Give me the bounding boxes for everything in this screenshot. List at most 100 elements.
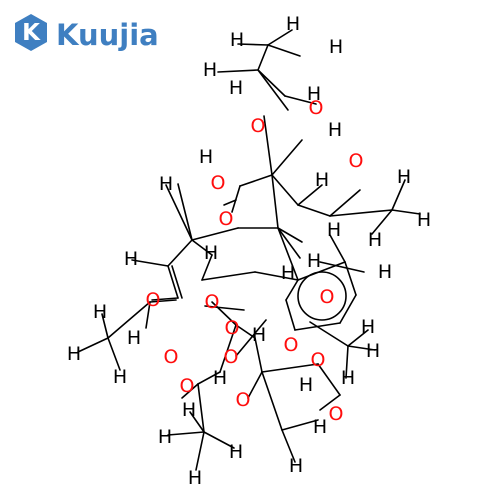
bond-line bbox=[107, 301, 151, 339]
bond-line bbox=[347, 345, 376, 351]
bond-line bbox=[371, 209, 393, 235]
hydrogen-label: H bbox=[299, 374, 313, 396]
hydrogen-label: H bbox=[113, 366, 127, 388]
hydrogen-label: H bbox=[307, 83, 321, 105]
bond-line bbox=[239, 174, 273, 187]
bond-line bbox=[284, 95, 317, 105]
hydrogen-label: H bbox=[93, 301, 107, 323]
hydrogen-label: H bbox=[368, 229, 382, 251]
hydrogen-label: H bbox=[199, 146, 213, 168]
bond-line bbox=[171, 265, 183, 299]
hydrogen-label: H bbox=[366, 340, 380, 362]
bond-line bbox=[285, 299, 296, 331]
hydrogen-label: H bbox=[229, 77, 243, 99]
hydrogen-label: H bbox=[315, 169, 329, 191]
oxygen-label: O bbox=[284, 334, 299, 356]
hydrogen-label: H bbox=[327, 219, 341, 241]
bond-line bbox=[267, 29, 293, 46]
bond-line bbox=[329, 189, 361, 217]
bond-line bbox=[329, 234, 346, 263]
bond-line bbox=[267, 44, 301, 57]
brand-logo: K Kuujia bbox=[15, 14, 159, 52]
bond-line bbox=[149, 299, 177, 303]
oxygen-label: O bbox=[219, 208, 234, 230]
hydrogen-label: H bbox=[188, 467, 202, 489]
bond-line bbox=[261, 363, 319, 373]
oxygen-label: O bbox=[225, 317, 240, 339]
bond-line bbox=[309, 321, 349, 347]
bond-line bbox=[339, 294, 357, 324]
hydrogen-label: H bbox=[341, 367, 355, 389]
hydrogen-label: H bbox=[204, 242, 218, 264]
oxygen-label: O bbox=[311, 349, 326, 371]
aromatic-ring bbox=[297, 271, 347, 321]
bond-line bbox=[167, 431, 205, 436]
hydrogen-label: H bbox=[378, 261, 392, 283]
bond-line bbox=[197, 371, 221, 385]
hydrogen-label: H bbox=[213, 367, 227, 389]
bond-line bbox=[181, 383, 199, 399]
bond-line bbox=[107, 337, 121, 371]
bond-line bbox=[344, 261, 357, 296]
bond-line bbox=[297, 184, 323, 206]
bond-line bbox=[317, 363, 341, 396]
bond-line bbox=[197, 383, 205, 433]
hydrogen-label: H bbox=[289, 455, 303, 477]
oxygen-label: O bbox=[211, 172, 226, 194]
hydrogen-label: H bbox=[307, 250, 321, 272]
hydrogen-label: H bbox=[361, 316, 375, 338]
hydrogen-label: H bbox=[281, 262, 295, 284]
bond-line bbox=[195, 431, 205, 471]
bond-line bbox=[345, 345, 349, 379]
bond-line bbox=[247, 371, 263, 399]
oxygen-label: O bbox=[309, 97, 324, 119]
hydrogen-label: H bbox=[252, 324, 266, 346]
brand-name: Kuujia bbox=[56, 18, 159, 52]
oxygen-label: O bbox=[180, 375, 195, 397]
bond-line bbox=[191, 227, 239, 241]
oxygen-label: O bbox=[146, 289, 161, 311]
oxygen-label: O bbox=[320, 286, 335, 308]
bond-line bbox=[261, 371, 283, 431]
bond-line bbox=[189, 411, 205, 433]
bond-line bbox=[101, 313, 109, 339]
bond-line bbox=[391, 209, 421, 215]
bond-line bbox=[217, 69, 259, 73]
bond-line bbox=[281, 429, 296, 463]
hydrogen-label: H bbox=[397, 166, 411, 188]
bond-line bbox=[165, 184, 193, 241]
oxygen-label: O bbox=[236, 389, 251, 411]
bond-line bbox=[219, 324, 237, 373]
hydrogen-label: H bbox=[328, 119, 342, 141]
oxygen-label: O bbox=[224, 346, 239, 368]
oxygen-label: O bbox=[329, 403, 344, 425]
bond-line bbox=[237, 43, 269, 46]
hydrogen-label: H bbox=[286, 13, 300, 35]
logo-mark-letter: K bbox=[22, 20, 41, 46]
bond-line bbox=[177, 183, 193, 241]
bond-line bbox=[257, 69, 286, 97]
hydrogen-label: H bbox=[159, 173, 173, 195]
hydrogen-label: H bbox=[229, 441, 243, 463]
bond-line bbox=[131, 259, 169, 267]
bond-line bbox=[254, 271, 299, 281]
bond-line bbox=[329, 209, 393, 217]
bond-line bbox=[277, 227, 299, 281]
bond-line bbox=[77, 337, 109, 353]
bond-layer bbox=[77, 29, 421, 471]
hydrogen-label: H bbox=[158, 426, 172, 448]
hydrogen-label: H bbox=[67, 343, 81, 365]
hydrogen-label: H bbox=[203, 59, 217, 81]
bond-line bbox=[254, 337, 263, 373]
bond-line bbox=[211, 301, 237, 326]
bond-line bbox=[263, 115, 273, 176]
bond-line bbox=[167, 239, 193, 267]
bond-line bbox=[271, 139, 303, 176]
bond-line bbox=[204, 305, 245, 311]
bond-line bbox=[271, 174, 279, 229]
bond-line bbox=[347, 329, 369, 347]
bond-line bbox=[203, 431, 235, 449]
bond-line bbox=[151, 297, 179, 301]
hydrogen-label: H bbox=[417, 209, 431, 231]
